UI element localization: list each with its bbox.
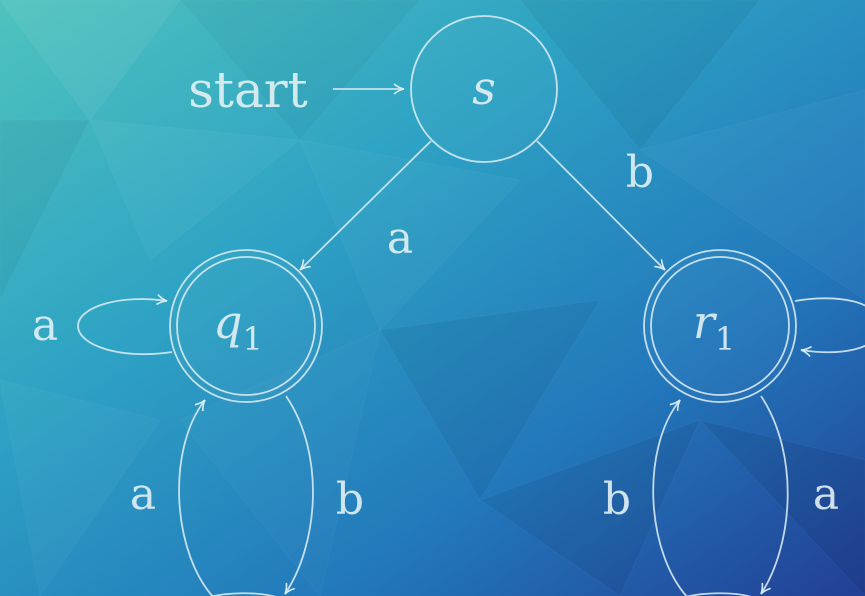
edge-r1-loop [794, 297, 865, 358]
edge-r1-r2 [760, 395, 789, 595]
edge-r1-r2-label: a [813, 469, 839, 520]
state-q1: q1 [169, 249, 323, 403]
edge-q2-q1-label: a [130, 469, 156, 520]
state-q2-partial [210, 592, 276, 596]
state-r1-label: r1 [693, 295, 735, 358]
edge-s-r1-label: b [626, 147, 654, 198]
edge-q1-q2 [284, 395, 314, 595]
edge-s-q1-label: a [387, 213, 413, 264]
state-r2-partial [686, 592, 752, 596]
edge-q2-q1 [178, 399, 214, 596]
state-q1-label: q1 [213, 295, 263, 358]
edge-q1-q2-label: b [336, 474, 364, 525]
state-r1: r1 [643, 249, 797, 403]
edge-r2-r1-label: b [603, 474, 631, 525]
edge-q1-loop-label: a [32, 300, 58, 351]
state-s: s [410, 15, 558, 163]
edge-q1-loop [77, 294, 173, 356]
state-s-label: s [472, 61, 496, 115]
edge-s-r1 [536, 140, 666, 271]
edge-r2-r1 [652, 399, 688, 596]
start-label: start [188, 61, 308, 119]
edge-s-q1 [299, 140, 432, 271]
